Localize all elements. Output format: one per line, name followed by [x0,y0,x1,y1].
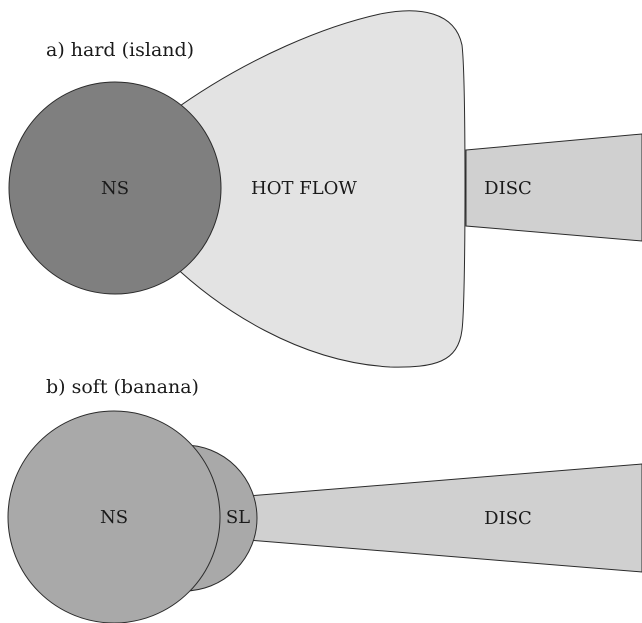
ns-label-hard: NS [101,178,129,199]
disc-label-hard: DISC [484,178,532,199]
ns-label-soft: NS [100,507,128,528]
disc-hard [465,133,642,242]
spreading-layer-label: SL [226,507,250,528]
panel-hard-state: a) hard (island) NS HOT FLOW DISC [8,10,642,368]
neutron-star-soft [7,410,221,623]
neutron-star-hard [8,81,222,295]
hot-flow-label: HOT FLOW [251,178,357,199]
panel-soft-state: b) soft (banana) NS SL DISC [7,376,642,623]
hot-flow [169,10,466,368]
disc-label-soft: DISC [484,508,532,529]
panel-soft-title: b) soft (banana) [46,376,199,398]
panel-hard-title: a) hard (island) [46,39,194,61]
disc-soft [235,463,642,573]
